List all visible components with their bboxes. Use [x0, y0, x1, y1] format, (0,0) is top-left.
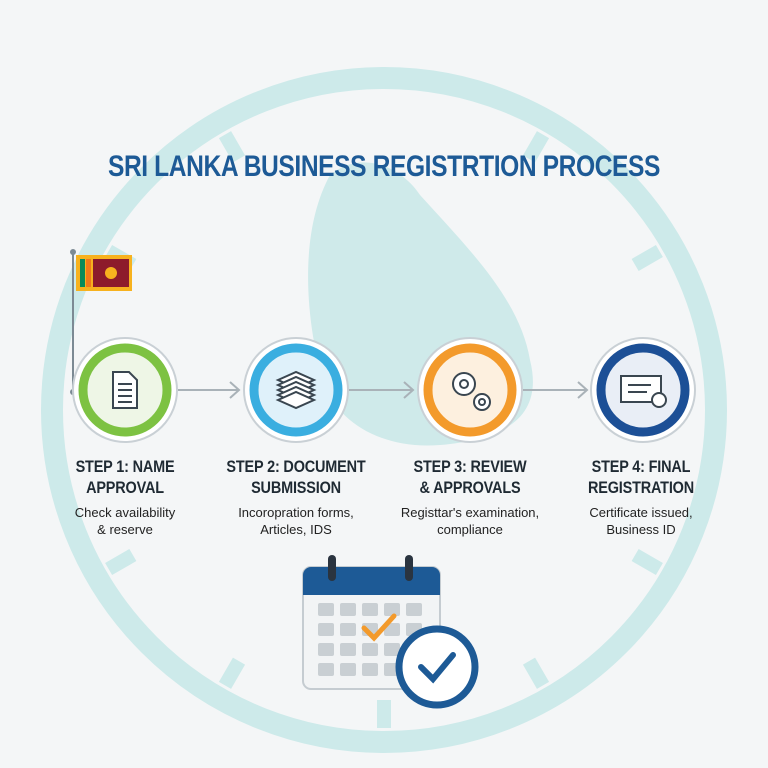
gears-icon — [452, 372, 491, 411]
clock-tick — [105, 548, 137, 576]
step-4: STEP 4: FINAL REGISTRATION Certificate is… — [556, 456, 726, 538]
step-1-badge — [72, 337, 178, 443]
calendar-day-cell — [340, 643, 356, 656]
step-desc-line: Articles, IDS — [260, 522, 332, 537]
calendar-day-cell — [362, 603, 378, 616]
step-title-line: STEP 3: REVIEW — [413, 457, 527, 476]
document-icon — [112, 371, 138, 409]
calendar-day-cell — [318, 603, 334, 616]
calendar-day-cell — [362, 643, 378, 656]
step-1-title: STEP 1: NAME APPROVAL — [53, 456, 198, 498]
stacked-papers-icon — [275, 370, 317, 410]
step-title-line: SUBMISSION — [251, 478, 341, 497]
clock-tick — [218, 657, 246, 689]
calendar-day-cell — [318, 623, 334, 636]
step-title-line: & APPROVALS — [419, 478, 521, 497]
calendar-day-cell — [340, 623, 356, 636]
step-title-line: STEP 4: FINAL — [591, 457, 691, 476]
step-arrows — [178, 381, 589, 399]
step-desc-line: Certificate issued, — [589, 505, 693, 520]
clock-tick — [631, 548, 663, 576]
step-2-desc: Incoropration forms, Articles, IDS — [211, 504, 381, 538]
clock-tick — [522, 131, 550, 163]
calendar-day-cell — [340, 663, 356, 676]
page-title: SRI LANKA BUSINESS REGISTRTION PROCESS — [107, 150, 661, 183]
clock-tick — [218, 131, 246, 163]
step-4-desc: Certificate issued, Business ID — [556, 504, 726, 538]
calendar-day-cell — [318, 663, 334, 676]
certificate-icon — [620, 375, 667, 408]
step-desc-line: Incoropration forms, — [238, 505, 354, 520]
step-4-title: STEP 4: FINAL REGISTRATION — [569, 456, 714, 498]
step-title-line: STEP 1: NAME — [75, 457, 175, 476]
clock-tick — [522, 657, 550, 689]
step-desc-line: Business ID — [606, 522, 676, 537]
calendar-day-cell — [340, 603, 356, 616]
step-desc-line: Check availability — [74, 505, 176, 520]
step-3-title: STEP 3: REVIEW & APPROVALS — [398, 456, 543, 498]
clock-ring — [41, 67, 727, 753]
step-3-desc: Registtar's examination, compliance — [385, 504, 555, 538]
step-desc-line: compliance — [437, 522, 503, 537]
step-desc-line: Registtar's examination, — [400, 505, 540, 520]
calendar-day-cell — [384, 603, 400, 616]
step-title-line: REGISTRATION — [587, 478, 695, 497]
step-title-line: APPROVAL — [86, 478, 164, 497]
step-4-badge — [590, 337, 696, 443]
step-2: STEP 2: DOCUMENT SUBMISSION Incoropration… — [211, 456, 381, 538]
calendar-day-cell — [362, 663, 378, 676]
sri-lanka-flag-icon — [70, 249, 132, 395]
calendar-day-cell — [406, 603, 422, 616]
step-desc-line: & reserve — [97, 522, 153, 537]
step-2-badge — [243, 337, 349, 443]
clock-tick — [631, 244, 663, 272]
step-1-desc: Check availability & reserve — [40, 504, 210, 538]
calendar-day-cell — [384, 643, 400, 656]
calendar-day-cell — [318, 643, 334, 656]
step-3-badge — [417, 337, 523, 443]
step-1: STEP 1: NAME APPROVAL Check availability &… — [40, 456, 210, 538]
step-title-line: STEP 2: DOCUMENT — [226, 457, 366, 476]
step-3: STEP 3: REVIEW & APPROVALS Registtar's ex… — [385, 456, 555, 538]
clock-check-icon — [395, 625, 479, 709]
step-2-title: STEP 2: DOCUMENT SUBMISSION — [224, 456, 369, 498]
